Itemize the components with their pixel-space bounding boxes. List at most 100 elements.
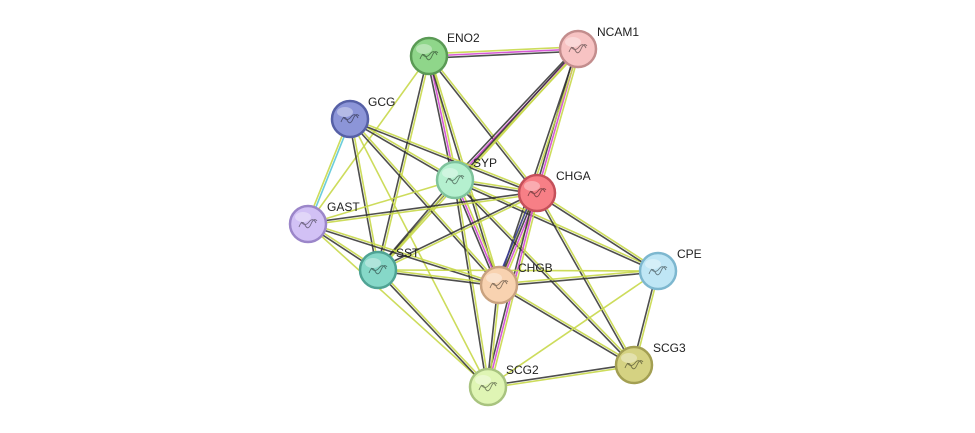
node-circle — [409, 36, 449, 76]
node-syp[interactable]: SYP — [435, 156, 497, 200]
edge-line-textmining — [487, 270, 659, 388]
protein-structure-icon — [489, 280, 509, 290]
edge-syp-sst — [376, 178, 457, 272]
edge-line-coexpression — [499, 271, 659, 287]
node-scg3[interactable]: SCG3 — [614, 341, 686, 385]
node-label: SST — [396, 246, 420, 260]
edge-line-coexpression — [498, 285, 634, 367]
node-highlight — [645, 259, 661, 269]
node-highlight — [416, 44, 432, 54]
edge-line-textmining — [538, 49, 581, 194]
edge-ncam1-sst — [376, 47, 580, 272]
edge-eno2-sst — [376, 55, 431, 271]
edge-syp-cpe — [454, 178, 659, 273]
node-label: CPE — [677, 247, 702, 261]
protein-structure-icon — [340, 114, 360, 124]
edge-line-coexpression — [307, 224, 499, 287]
node-circle — [479, 265, 519, 305]
node-circle — [614, 345, 654, 385]
edge-line-coexpression — [452, 46, 577, 180]
node-highlight — [565, 37, 581, 47]
node-label: NCAM1 — [597, 25, 639, 39]
node-label: SCG2 — [506, 363, 539, 377]
node-highlight — [365, 258, 381, 268]
node-label: GAST — [327, 200, 360, 214]
edge-line-textmining — [537, 191, 660, 271]
node-highlight — [524, 181, 540, 191]
edge-chgb-cpe — [498, 269, 659, 287]
node-label: CHGB — [518, 261, 553, 275]
edge-line-textmining — [499, 283, 635, 365]
protein-structure-icon — [419, 51, 439, 61]
node-highlight — [442, 168, 458, 178]
node-circle — [330, 99, 370, 139]
node-chgb[interactable]: CHGB — [479, 261, 553, 305]
node-sst[interactable]: SST — [358, 246, 420, 290]
edge-line-coexpression — [487, 363, 634, 387]
node-label: SCG3 — [653, 341, 686, 355]
edge-gcg-syp — [349, 117, 456, 182]
edge-line-coexpression — [349, 119, 455, 182]
edge-line-coexpression — [348, 119, 499, 287]
protein-structure-icon — [527, 188, 547, 198]
node-chga[interactable]: CHGA — [517, 169, 591, 213]
node-circle — [558, 29, 598, 69]
node-scg2[interactable]: SCG2 — [468, 363, 539, 407]
edge-line-textmining — [307, 223, 489, 388]
edge-syp-scg3 — [453, 178, 636, 367]
edge-gcg-chga — [349, 117, 538, 195]
edge-line-textmining — [308, 222, 500, 285]
edge-line-coexpression — [376, 55, 429, 270]
edge-line-textmining — [308, 193, 538, 226]
edge-line-textmining — [428, 46, 578, 55]
node-circle — [638, 251, 678, 291]
edge-line-coexpression — [453, 180, 634, 367]
edge-line-textmining — [307, 179, 456, 225]
node-cpe[interactable]: CPE — [638, 247, 702, 291]
edge-line-coexpression — [535, 193, 634, 366]
edge-eno2-gast — [307, 55, 430, 225]
edge-line-coexpression — [454, 180, 658, 273]
protein-structure-icon — [624, 360, 644, 370]
edge-line-coexpression — [453, 180, 488, 388]
edge-syp-gast — [307, 179, 456, 225]
node-highlight — [295, 212, 311, 222]
edge-line-textmining — [378, 268, 490, 387]
node-highlight — [486, 273, 502, 283]
edge-chgb-scg3 — [498, 283, 635, 367]
protein-structure-icon — [298, 219, 318, 229]
edge-eno2-chga — [427, 54, 539, 195]
edge-chga-gast — [307, 191, 538, 226]
edge-line-textmining — [350, 117, 538, 193]
edge-scg3-scg2 — [487, 363, 635, 389]
node-label: ENO2 — [447, 31, 480, 45]
node-circle — [358, 250, 398, 290]
edge-layer — [306, 46, 660, 389]
edge-line-coexpression — [427, 56, 537, 195]
edge-cpe-scg2 — [487, 270, 659, 388]
edge-line-textmining — [377, 269, 659, 272]
edge-gast-scg2 — [307, 223, 489, 388]
edge-line-textmining — [350, 117, 501, 285]
node-label: GCG — [368, 95, 395, 109]
node-gcg[interactable]: GCG — [330, 95, 395, 139]
edge-sst-chgb — [377, 268, 500, 287]
node-gast[interactable]: GAST — [288, 200, 360, 244]
edge-gcg-chgb — [348, 117, 501, 287]
protein-structure-icon — [568, 44, 588, 54]
edge-line-coexpression — [377, 270, 499, 287]
protein-structure-icon — [368, 265, 388, 275]
node-highlight — [621, 353, 637, 363]
edge-gast-chgb — [307, 222, 500, 287]
edge-eno2-ncam1 — [428, 46, 579, 59]
edge-line-textmining — [349, 118, 489, 388]
protein-structure-icon — [648, 266, 668, 276]
edge-line-textmining — [455, 178, 636, 365]
edge-line-experiments — [428, 48, 579, 57]
protein-structure-icon — [445, 175, 465, 185]
node-eno2[interactable]: ENO2 — [409, 31, 480, 76]
node-highlight — [475, 375, 491, 385]
node-ncam1[interactable]: NCAM1 — [558, 25, 639, 69]
edge-line-textmining — [378, 180, 457, 272]
